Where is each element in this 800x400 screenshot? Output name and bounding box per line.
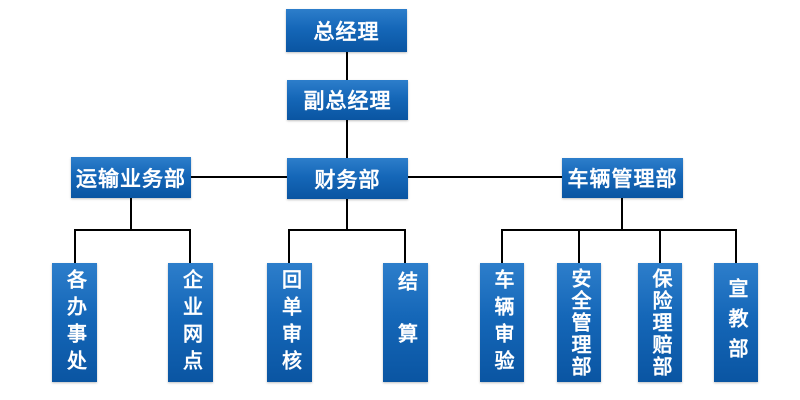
org-node-education-dept: 宣教部 (714, 263, 758, 382)
connector-drop-network (189, 231, 191, 263)
org-node-branch-offices: 各办事处 (52, 263, 97, 382)
org-node-deputy-general-manager: 副总经理 (287, 80, 408, 120)
org-node-insurance-claims-dept: 保险理赔部 (638, 263, 682, 382)
connector-drop-safety (578, 231, 580, 263)
org-node-vehicle-inspection: 车辆审验 (480, 263, 524, 382)
org-node-safety-management-dept: 安全管理部 (557, 263, 601, 382)
org-node-receipt-review: 回单审核 (267, 263, 312, 382)
connector-finance-drop (346, 199, 348, 231)
org-node-transport-business-dept: 运输业务部 (71, 157, 191, 198)
connector-finance-rail (288, 229, 406, 231)
connector-drop-claims (659, 231, 661, 263)
connector-ceo-deputy (346, 52, 348, 80)
org-node-finance-dept: 财务部 (287, 158, 408, 199)
connector-transport-finance (191, 176, 287, 178)
connector-deputy-finance (346, 120, 348, 158)
connector-vehicle-rail (501, 229, 737, 231)
connector-drop-offices (74, 231, 76, 263)
connector-vehicle-drop (621, 198, 623, 231)
connector-transport-rail (74, 229, 191, 231)
org-node-settlement: 结算 (383, 263, 428, 382)
connector-drop-education (735, 231, 737, 263)
org-node-general-manager: 总经理 (286, 9, 407, 52)
connector-finance-vehicle (408, 176, 562, 178)
org-node-enterprise-network: 企业网点 (168, 263, 213, 382)
connector-drop-inspection (501, 231, 503, 263)
connector-drop-receipt (288, 231, 290, 263)
connector-transport-drop (130, 198, 132, 231)
org-node-vehicle-management-dept: 车辆管理部 (562, 158, 683, 198)
connector-drop-settlement (404, 231, 406, 263)
